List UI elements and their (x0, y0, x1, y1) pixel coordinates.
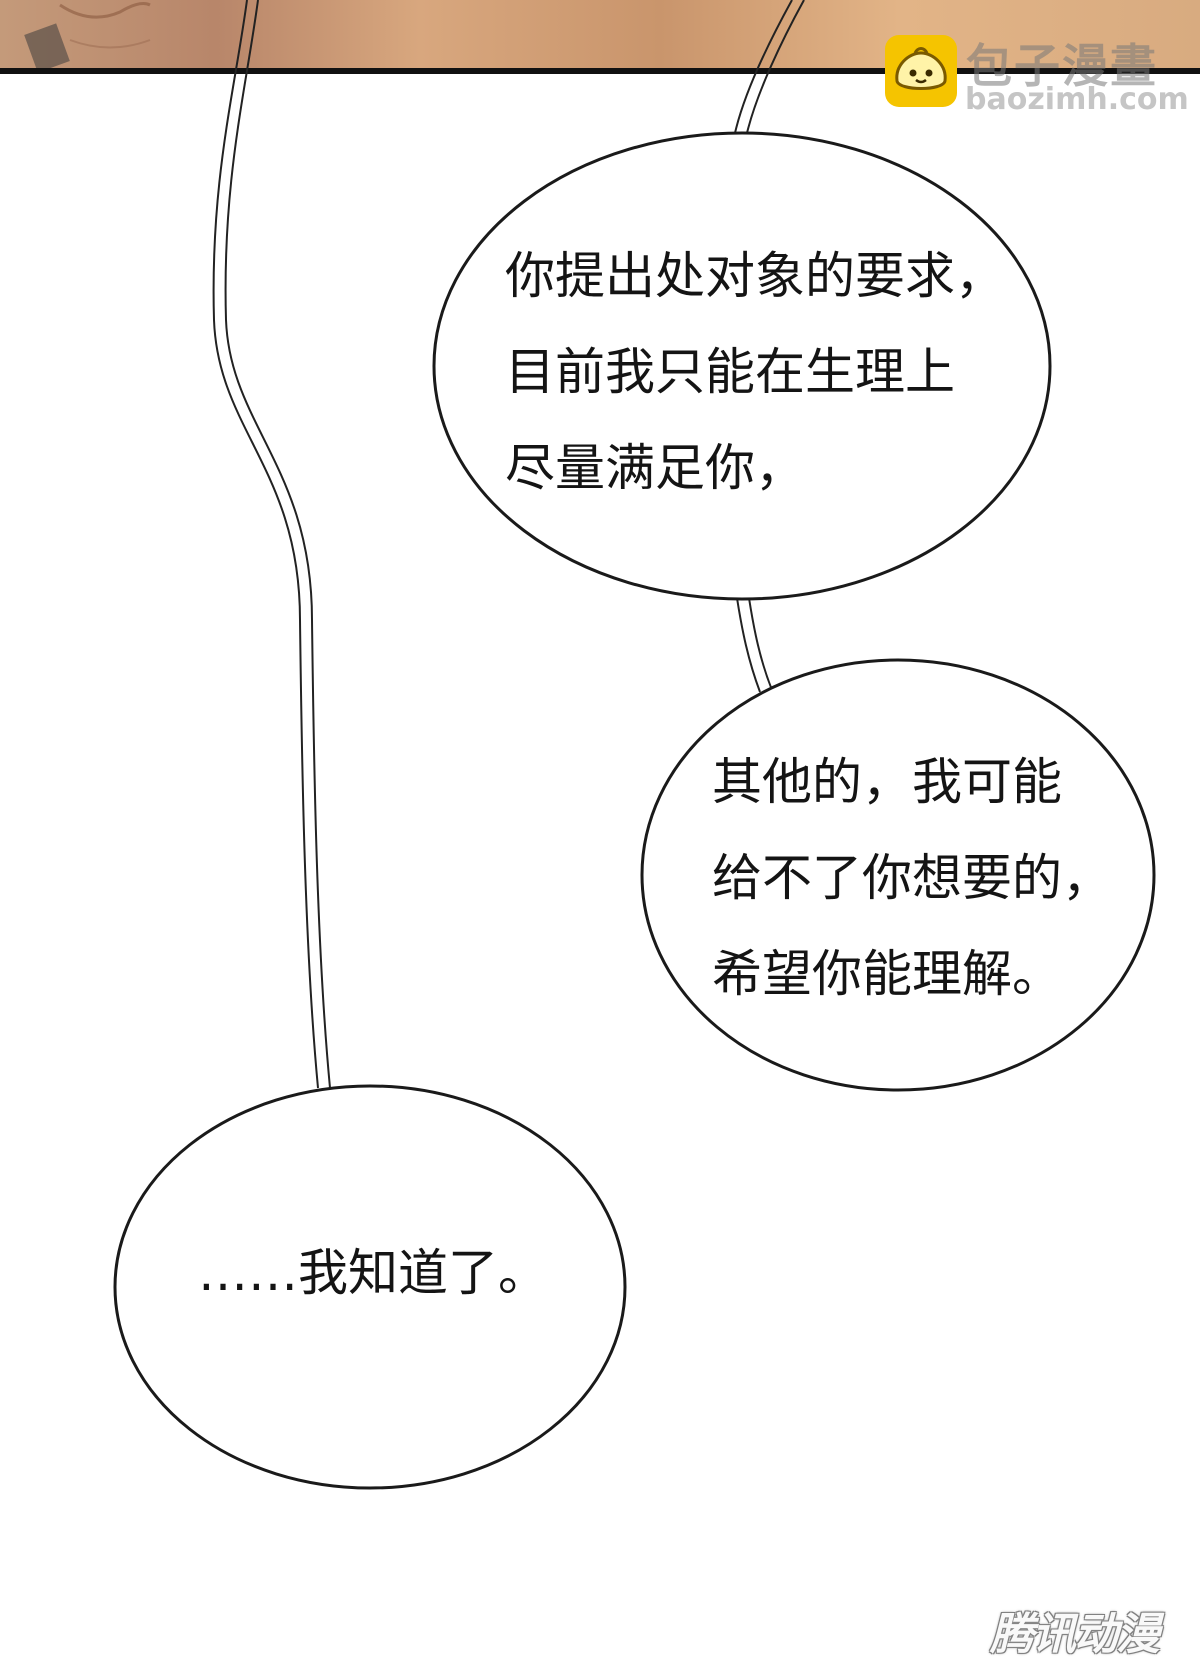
watermark-url: baozimh.com (965, 82, 1189, 117)
bubble-1-line-2: 目前我只能在生理上 (505, 343, 955, 401)
bubble-2-line-3: 希望你能理解。 (712, 945, 1062, 1003)
bubble-1-text: 你提出处对象的要求， 目前我只能在生理上 尽量满足你， (505, 228, 1005, 516)
steamed-bun-icon (885, 35, 957, 107)
bubble-1-line-3: 尽量满足你， (505, 439, 805, 497)
speech-bubble-2 (640, 658, 1156, 1092)
bubble-1-line-1: 你提出处对象的要求， (505, 247, 1005, 305)
bubble-2-text: 其他的，我可能 给不了你想要的， 希望你能理解。 (712, 734, 1112, 1022)
speech-tail-left (212, 0, 331, 1089)
speech-tail-middle (736, 597, 773, 693)
bubble-2-line-1: 其他的，我可能 (712, 753, 1062, 811)
bubble-3-text: ……我知道了。 (198, 1225, 548, 1321)
speech-bubble-3 (113, 1084, 627, 1490)
bubble-3-line-1: ……我知道了。 (198, 1244, 548, 1302)
watermark-title: 包子漫畫 (966, 39, 1158, 93)
publisher-watermark: 腾讯动漫 (990, 1609, 1160, 1660)
top-artwork-strip (0, 0, 1200, 74)
speech-bubble-1 (432, 131, 1052, 601)
speech-tail-top-right (734, 0, 805, 134)
bubble-2-line-2: 给不了你想要的， (712, 849, 1112, 907)
